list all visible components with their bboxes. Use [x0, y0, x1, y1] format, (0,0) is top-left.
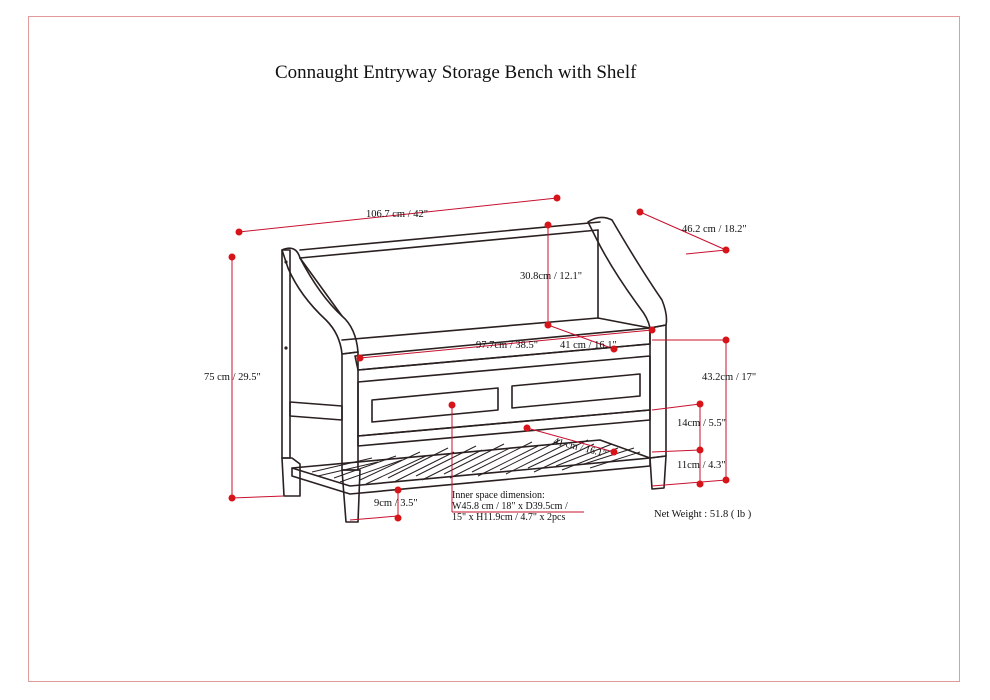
inner-space-heading: Inner space dimension:: [452, 490, 545, 501]
net-weight-label: Net Weight : 51.8 ( lb ): [654, 509, 752, 520]
page-title: Connaught Entryway Storage Bench with Sh…: [275, 62, 637, 83]
dot: [610, 345, 618, 353]
inner-space-line1: W45.8 cm / 18" x D39.5cm /: [452, 501, 568, 512]
dot: [394, 486, 402, 494]
dot: [696, 446, 704, 454]
seat-depth-label: 41 cm / 16.1": [560, 340, 617, 351]
dot: [636, 208, 644, 216]
dot: [523, 424, 531, 432]
dot: [696, 480, 704, 488]
overall-height-label: 75 cm / 29.5": [204, 372, 261, 383]
bench-outline: [281, 216, 668, 523]
dot: [553, 194, 561, 202]
dot: [610, 448, 618, 456]
inner-space-line2: 15" x H11.9cm / 4.7" x 2pcs: [452, 512, 566, 523]
drawer-height-label: 14cm / 5.5": [677, 418, 726, 429]
seat-width-label: 97.7cm / 38.5": [476, 340, 539, 351]
seat-height-label: 43.2cm / 17": [702, 372, 757, 383]
dot: [648, 326, 656, 334]
dot: [722, 246, 730, 254]
leg-height-label: 9cm / 3.5": [374, 498, 418, 509]
back-height-label: 30.8cm / 12.1": [520, 271, 583, 282]
drawing-frame: [28, 16, 960, 682]
dot: [394, 514, 402, 522]
dot: [228, 253, 236, 261]
dot: [228, 494, 236, 502]
dot: [722, 476, 730, 484]
dot: [235, 228, 243, 236]
shelf-slats: [311, 439, 641, 485]
dot: [544, 321, 552, 329]
dimension-lines: [231, 197, 727, 521]
inner-space-note: Inner space dimension: W45.8 cm / 18" x …: [452, 490, 568, 523]
dot: [356, 354, 364, 362]
overall-width-label: 106.7 cm / 42": [366, 209, 429, 220]
shelf-clearance-label: 11cm / 4.3": [677, 460, 726, 471]
overall-depth-label: 46.2 cm / 18.2": [682, 224, 747, 235]
dot: [544, 221, 552, 229]
peg-holes: [284, 260, 288, 350]
dot: [696, 400, 704, 408]
dimension-dots: [228, 194, 730, 522]
dot: [448, 401, 456, 409]
dot: [722, 336, 730, 344]
